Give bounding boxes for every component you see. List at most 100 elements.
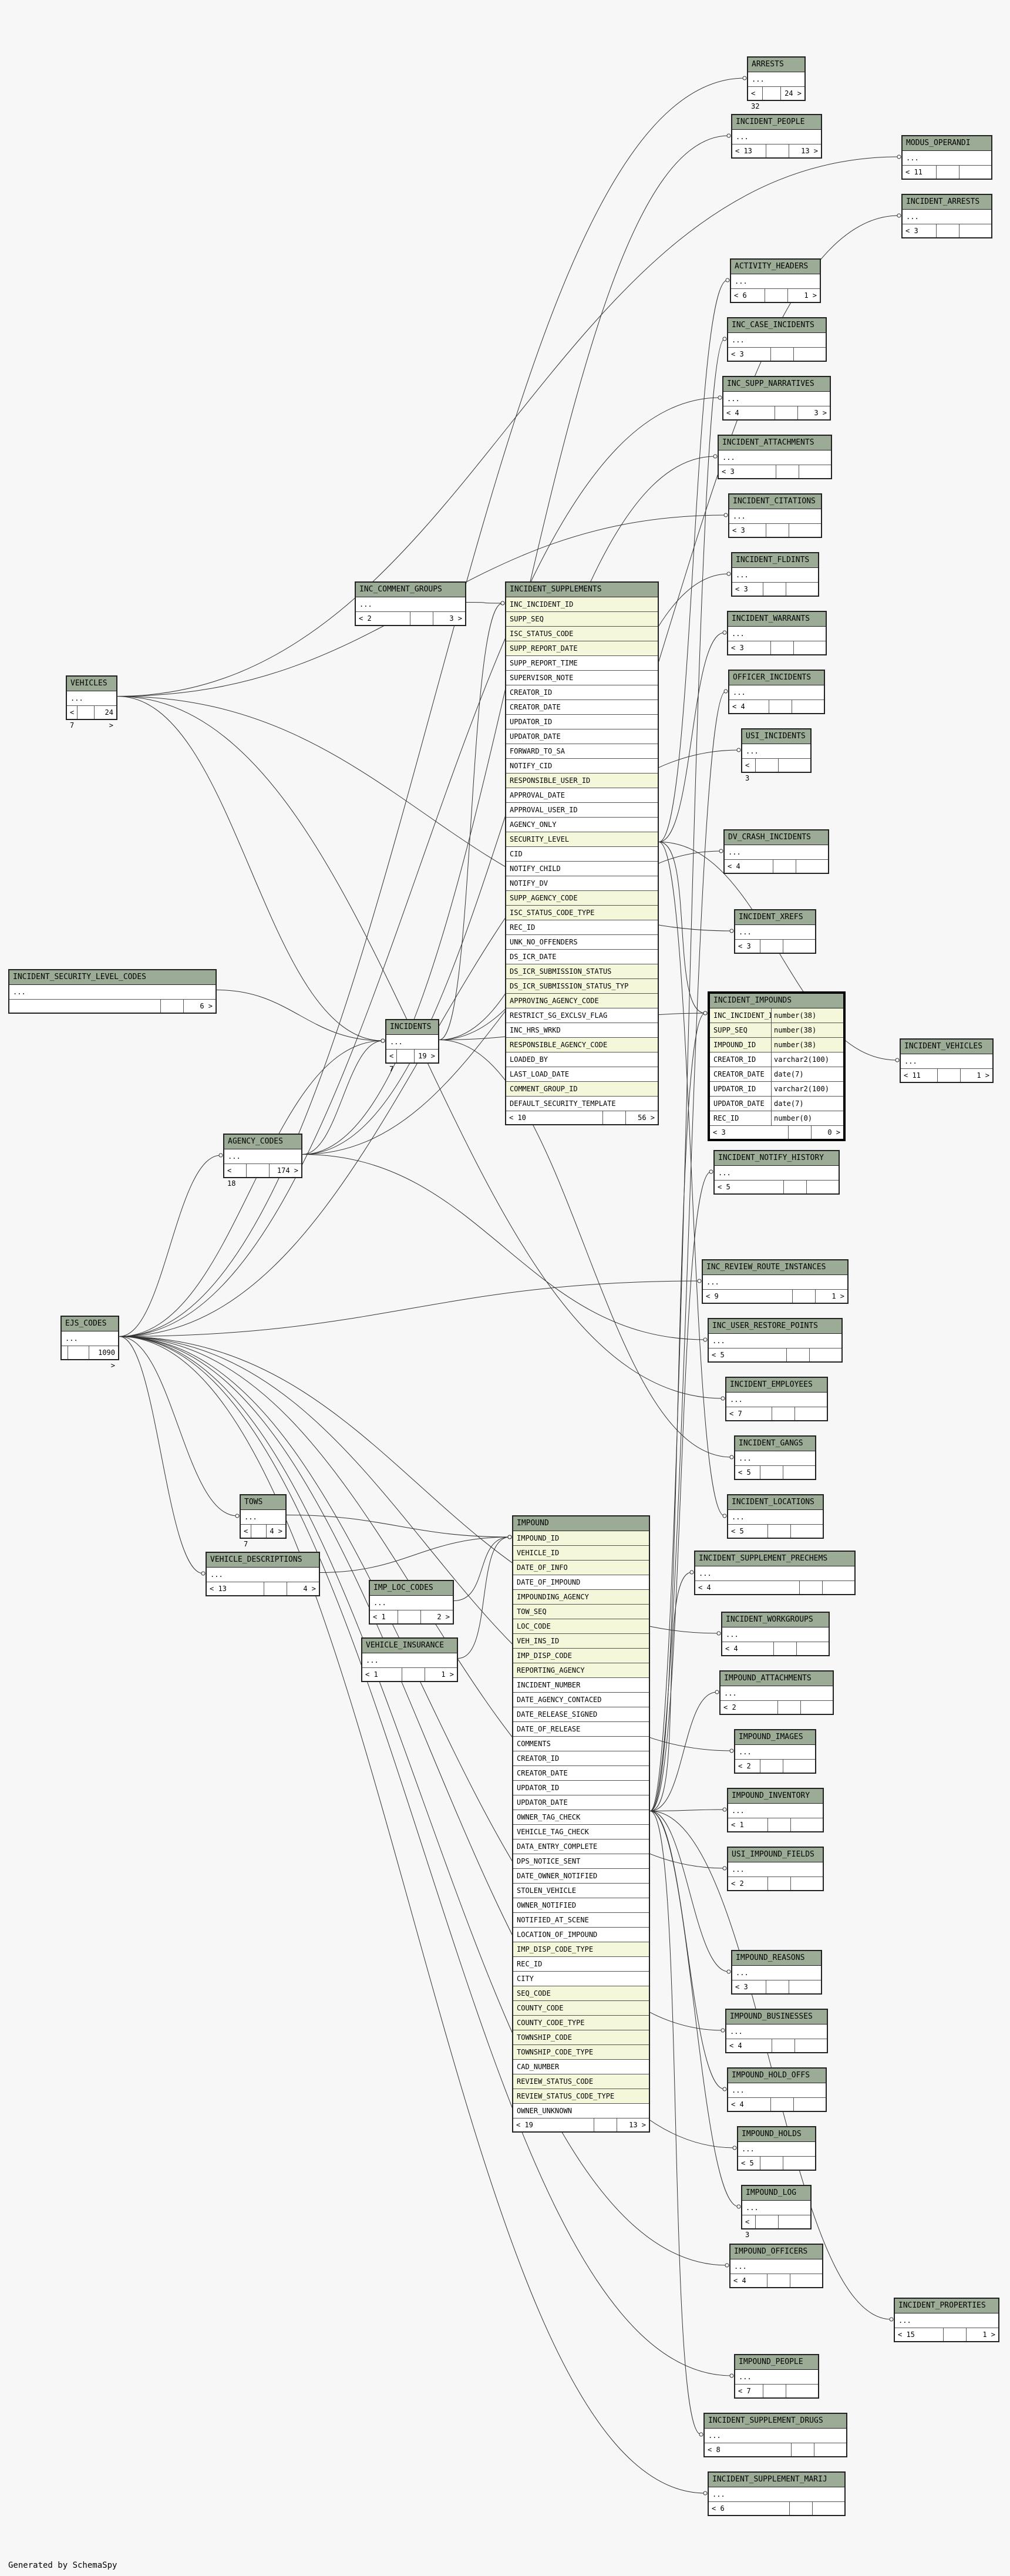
- table-title[interactable]: INCIDENT_WARRANTS: [728, 612, 826, 627]
- table-title[interactable]: IMPOUND_HOLDS: [738, 2127, 815, 2142]
- table-title[interactable]: AGENCY_CODES: [224, 1135, 301, 1149]
- children-count[interactable]: [797, 1642, 829, 1655]
- table-impound-reasons[interactable]: IMPOUND_REASONS...< 3: [731, 1950, 822, 1995]
- table-title[interactable]: EJS_CODES: [62, 1317, 118, 1331]
- parents-count[interactable]: < 5: [738, 2157, 760, 2170]
- parents-count[interactable]: < 2: [735, 1760, 760, 1773]
- column-row[interactable]: DS_ICR_SUBMISSION_STATUS: [506, 964, 658, 979]
- table-title[interactable]: IMPOUND: [513, 1516, 649, 1531]
- column-row[interactable]: UPDATOR_ID: [513, 1781, 649, 1795]
- parents-count[interactable]: < 32: [748, 87, 763, 110]
- children-count[interactable]: 1 >: [977, 1071, 989, 1080]
- column-row[interactable]: ...: [207, 1568, 319, 1582]
- column-row[interactable]: REVIEW_STATUS_CODE_TYPE: [513, 2089, 649, 2104]
- table-incident-employees[interactable]: INCIDENT_EMPLOYEES...< 7: [725, 1377, 828, 1421]
- column-row[interactable]: ...: [703, 1275, 847, 1290]
- column-row[interactable]: LOC_CODE: [513, 1619, 649, 1634]
- column-row[interactable]: ...: [732, 1966, 821, 1980]
- parents-count[interactable]: < 5: [709, 1348, 787, 1361]
- parents-count[interactable]: < 13: [732, 144, 766, 157]
- table-impound-attachments[interactable]: IMPOUND_ATTACHMENTS...< 2: [719, 1670, 834, 1715]
- column-row[interactable]: ...: [901, 1054, 992, 1069]
- table-impound-businesses[interactable]: IMPOUND_BUSINESSES...< 4: [725, 2009, 828, 2053]
- children-count[interactable]: 1 >: [831, 1292, 844, 1300]
- column-row[interactable]: IMPOUND_ID: [513, 1531, 649, 1546]
- column-row[interactable]: AGENCY_ONLY: [506, 818, 658, 832]
- table-inc-user-restore-points[interactable]: INC_USER_RESTORE_POINTS...< 5: [708, 1318, 843, 1363]
- column-row[interactable]: OWNER_TAG_CHECK: [513, 1810, 649, 1825]
- table-title[interactable]: INCIDENT_EMPLOYEES: [726, 1378, 827, 1393]
- column-row[interactable]: NOTIFIED_AT_SCENE: [513, 1913, 649, 1928]
- column-row[interactable]: NOTIFY_CID: [506, 759, 658, 774]
- column-row[interactable]: ...: [731, 274, 820, 289]
- column-row[interactable]: SUPP_AGENCY_CODE: [506, 891, 658, 906]
- parents-count[interactable]: < 4: [695, 1581, 800, 1594]
- table-title[interactable]: INCIDENT_LOCATIONS: [728, 1495, 823, 1510]
- parents-count[interactable]: < 3: [719, 465, 776, 478]
- parents-count[interactable]: < 3: [903, 224, 937, 237]
- table-incident-warrants[interactable]: INCIDENT_WARRANTS...< 3: [727, 611, 827, 655]
- parents-count[interactable]: < 6: [731, 289, 765, 302]
- table-incident-attachments[interactable]: INCIDENT_ATTACHMENTS...< 3: [718, 435, 832, 479]
- table-impound-inventory[interactable]: IMPOUND_INVENTORY...< 1: [727, 1788, 824, 1832]
- column-row[interactable]: ...: [735, 1745, 815, 1760]
- parents-count[interactable]: < 1: [370, 1610, 398, 1623]
- children-count[interactable]: [779, 2215, 810, 2228]
- children-count[interactable]: [794, 348, 826, 361]
- table-title[interactable]: INCIDENT_VEHICLES: [901, 1040, 992, 1054]
- table-usi-impound-fields[interactable]: USI_IMPOUND_FIELDS...< 2: [727, 1847, 824, 1891]
- children-count[interactable]: 1 >: [804, 291, 817, 300]
- column-row[interactable]: CREATOR_DATE: [506, 700, 658, 715]
- column-row[interactable]: ...: [735, 925, 815, 940]
- column-row[interactable]: DS_ICR_SUBMISSION_STATUS_TYP: [506, 979, 658, 994]
- parents-count[interactable]: < 3: [728, 348, 771, 361]
- children-count[interactable]: [794, 641, 826, 654]
- children-count[interactable]: 3 >: [449, 614, 462, 623]
- column-row[interactable]: CREATOR_ID: [506, 685, 658, 700]
- column-row[interactable]: ...: [705, 2429, 846, 2443]
- parents-count[interactable]: < 19: [513, 2118, 594, 2131]
- children-count[interactable]: 4 >: [270, 1527, 282, 1535]
- column-row[interactable]: DATE_OWNER_NOTIFIED: [513, 1869, 649, 1884]
- parents-count[interactable]: < 7: [241, 1525, 252, 1548]
- children-count[interactable]: [807, 1181, 839, 1193]
- table-title[interactable]: INCIDENT_IMPOUNDS: [710, 994, 843, 1008]
- children-count[interactable]: [794, 2098, 826, 2111]
- parents-count[interactable]: < 8: [705, 2443, 792, 2456]
- table-title[interactable]: VEHICLE_DESCRIPTIONS: [207, 1553, 319, 1568]
- parents-count[interactable]: < 11: [903, 166, 937, 179]
- column-row[interactable]: ...: [725, 845, 828, 860]
- column-row[interactable]: CAD_NUMBER: [513, 2060, 649, 2074]
- column-row[interactable]: COUNTY_CODE: [513, 2001, 649, 2016]
- column-row[interactable]: COMMENTS: [513, 1737, 649, 1751]
- table-incident-fldints[interactable]: INCIDENT_FLDINTS...< 3: [731, 552, 819, 597]
- table-impound-images[interactable]: IMPOUND_IMAGES...< 2: [734, 1729, 816, 1774]
- column-row[interactable]: OWNER_NOTIFIED: [513, 1898, 649, 1913]
- column-row[interactable]: IMPOUNDING_AGENCY: [513, 1590, 649, 1605]
- children-count[interactable]: [779, 759, 810, 772]
- table-modus-operandi[interactable]: MODUS_OPERANDI...< 11: [901, 135, 992, 180]
- column-row[interactable]: ...: [729, 509, 821, 524]
- children-count[interactable]: 174 >: [277, 1166, 298, 1175]
- column-row[interactable]: DATA_ENTRY_COMPLETE: [513, 1839, 649, 1854]
- column-row[interactable]: IMP_DISP_CODE_TYPE: [513, 1942, 649, 1957]
- table-title[interactable]: INCIDENT_GANGS: [735, 1437, 815, 1451]
- table-title[interactable]: INCIDENT_CITATIONS: [729, 495, 821, 509]
- table-title[interactable]: IMPOUND_PEOPLE: [735, 2355, 818, 2370]
- table-title[interactable]: INCIDENT_XREFS: [735, 910, 815, 925]
- column-row[interactable]: RESPONSIBLE_USER_ID: [506, 774, 658, 788]
- children-count[interactable]: [791, 1818, 823, 1831]
- column-row[interactable]: LOADED_BY: [506, 1052, 658, 1067]
- parents-count[interactable]: < 2: [721, 1701, 778, 1714]
- children-count[interactable]: 13 >: [629, 2121, 646, 2129]
- table-impound-log[interactable]: IMPOUND_LOG...< 3: [741, 2185, 812, 2239]
